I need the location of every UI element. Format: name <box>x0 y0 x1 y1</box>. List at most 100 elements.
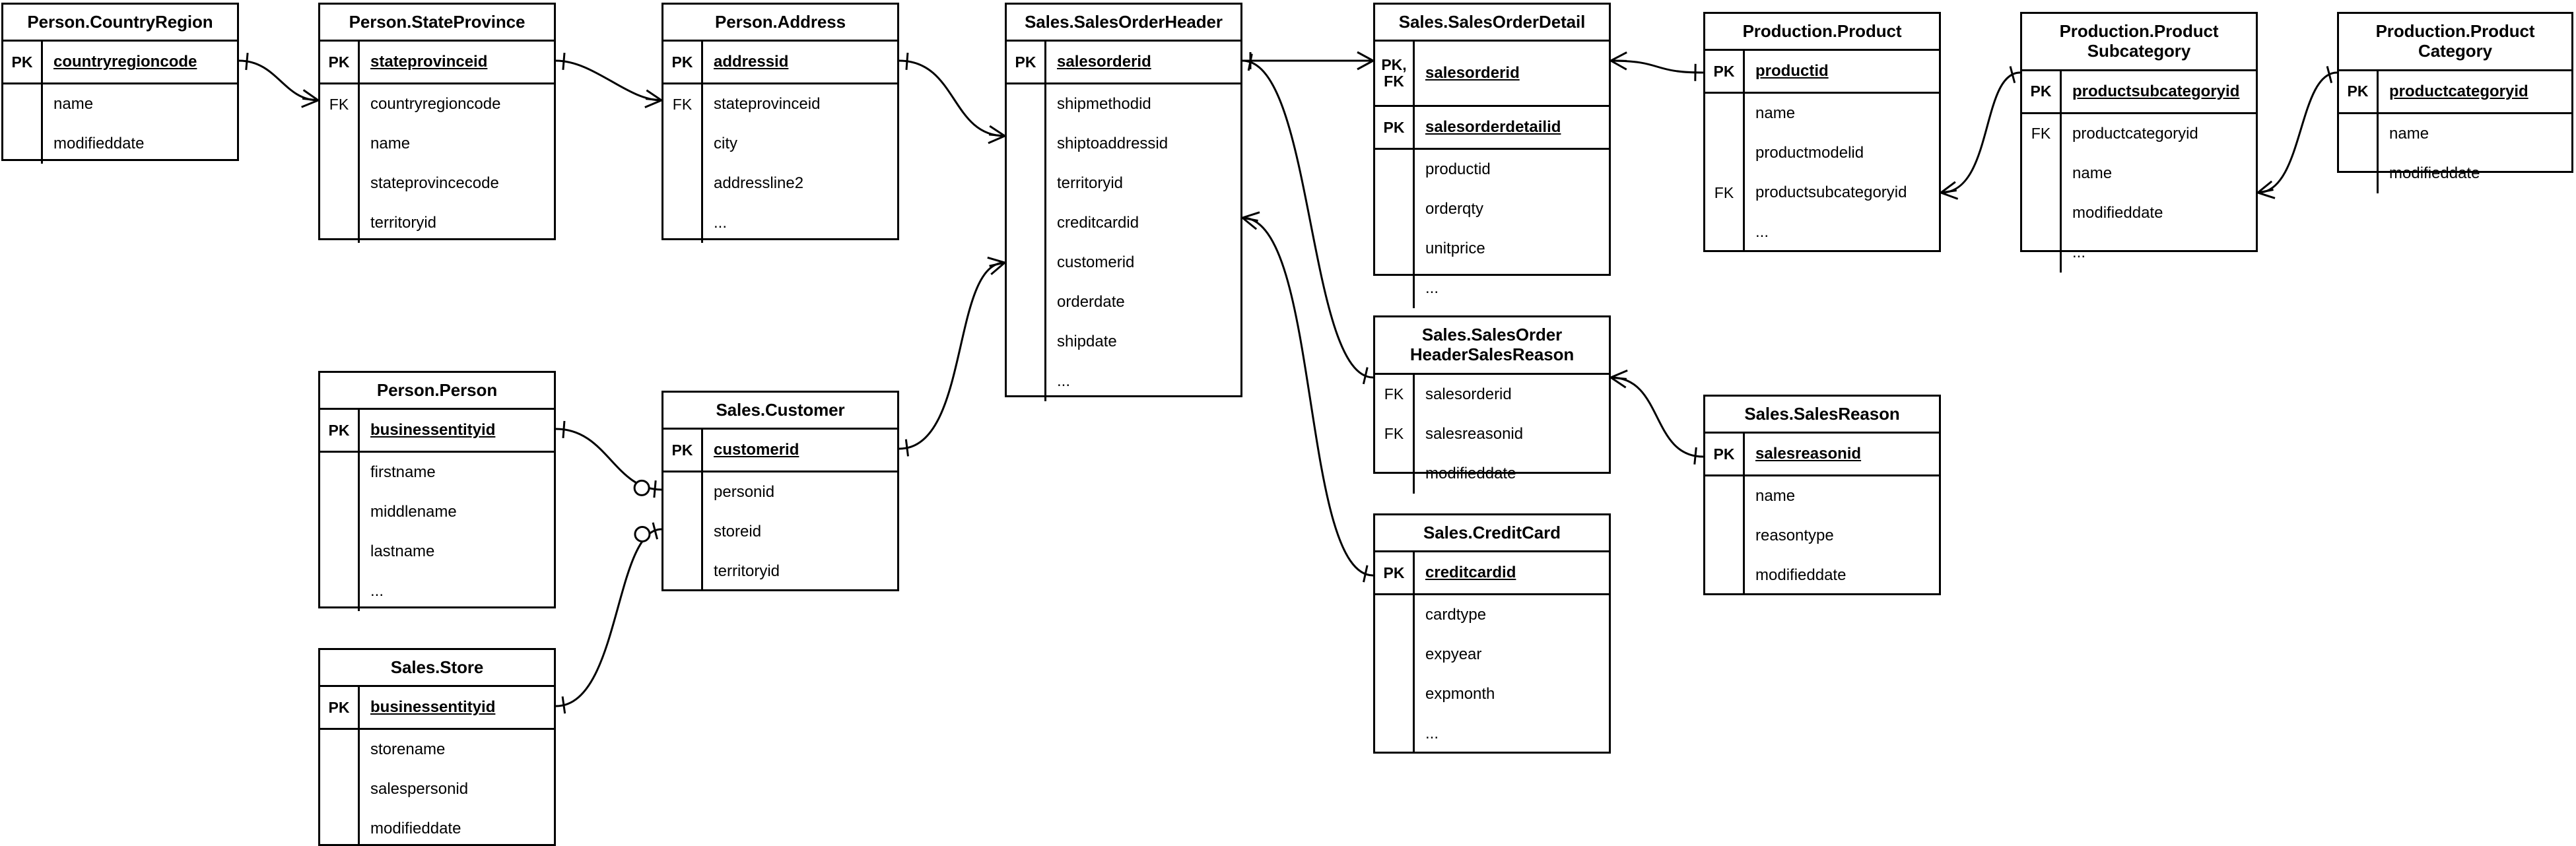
rel-address-salesorderheader <box>898 52 1005 145</box>
attribute-row: shiptoaddressid <box>1007 124 1240 164</box>
key-marker <box>663 124 703 164</box>
attribute-row: productid <box>1375 150 1609 190</box>
relationship-line <box>238 59 319 102</box>
key-marker <box>1375 635 1415 675</box>
rel-customer-salesorderheader <box>898 256 1005 457</box>
relationship-line <box>1610 376 1704 458</box>
entity-title-salesorderheader: Sales.SalesOrderHeader <box>1007 5 1240 42</box>
key-marker: FK <box>1375 414 1415 454</box>
attribute-row: shipmethodid <box>1007 84 1240 125</box>
attribute-row: ... <box>1007 362 1240 402</box>
attribute-name: ... <box>1755 223 1769 242</box>
attribute-row: modifieddate <box>3 124 237 164</box>
key-marker <box>320 571 360 612</box>
rel-salesorderdetail-product <box>1610 51 1704 81</box>
attribute-name: salesorderid <box>1425 64 1520 82</box>
entity-title-product: Production.Product <box>1705 14 1939 51</box>
attribute-name: businessentityid <box>370 421 496 439</box>
attribute-row: name <box>2339 114 2571 154</box>
attribute-row: territoryid <box>1007 164 1240 204</box>
key-marker: PK <box>663 42 703 83</box>
key-marker <box>2339 114 2379 154</box>
key-marker <box>1007 282 1046 323</box>
attribute-name: ... <box>2072 243 2086 261</box>
key-marker: FK <box>663 84 703 125</box>
attribute-name: name <box>1755 104 1796 123</box>
key-marker <box>1705 476 1745 517</box>
key-marker <box>1375 453 1415 494</box>
attribute-name: personid <box>714 483 775 502</box>
entity-title-store: Sales.Store <box>320 650 554 688</box>
key-marker: PK <box>1705 434 1745 475</box>
key-marker: PK <box>663 430 703 471</box>
attribute-row: storename <box>320 730 554 770</box>
key-marker <box>320 203 360 244</box>
attribute-name: modifieddate <box>1755 566 1847 585</box>
entity-title-countryregion: Person.CountryRegion <box>3 5 237 42</box>
key-marker <box>2022 153 2062 193</box>
attribute-row: lastname <box>320 532 554 572</box>
attribute-name: shipmethodid <box>1057 95 1151 114</box>
attribute-name: productid <box>1425 160 1491 179</box>
attribute-name: salespersonid <box>370 780 469 798</box>
attribute-row: reasontype <box>1705 516 1939 556</box>
attribute-name: middlename <box>370 503 457 521</box>
key-marker <box>2022 232 2062 273</box>
attribute-row: customerid <box>1007 243 1240 283</box>
attribute-row: unitprice <box>1375 229 1609 269</box>
relationship-line <box>1610 59 1704 74</box>
attribute-row: productmodelid <box>1705 133 1939 174</box>
attribute-row: city <box>663 124 897 164</box>
key-marker <box>1375 229 1415 269</box>
attribute-row: firstname <box>320 453 554 493</box>
attribute-name: territoryid <box>714 562 780 581</box>
rel-salesorderheader-sohsalesreason <box>1242 53 1374 385</box>
attribute-name: salesorderid <box>1057 53 1151 71</box>
attribute-row: modifieddate <box>2339 153 2571 193</box>
attribute-row: ... <box>1375 714 1609 754</box>
attribute-name: stateprovinceid <box>714 95 821 114</box>
key-marker: PK <box>320 687 360 729</box>
attribute-name: productsubcategoryid <box>1755 183 1907 202</box>
attribute-name: salesorderid <box>1425 385 1512 403</box>
attribute-name: modifieddate <box>1425 464 1516 482</box>
key-marker <box>3 124 43 164</box>
key-marker <box>1375 189 1415 230</box>
key-marker: PK <box>2339 71 2379 112</box>
key-marker: PK <box>1375 552 1415 594</box>
key-marker: PK <box>1007 42 1046 83</box>
attribute-name: customerid <box>1057 253 1135 272</box>
attribute-name: addressid <box>714 53 789 71</box>
attribute-row: PK addressid <box>663 42 897 83</box>
key-marker <box>1007 84 1046 125</box>
